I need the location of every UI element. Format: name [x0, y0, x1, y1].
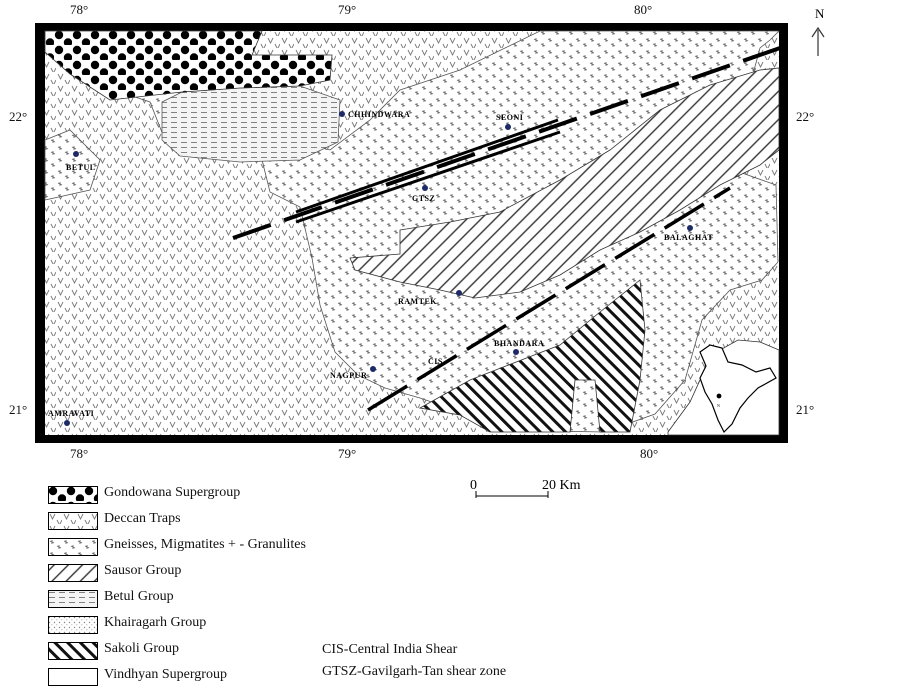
lat-tick-22-right: 22°	[796, 109, 815, 124]
north-label: N	[815, 6, 825, 21]
inset-location-dot	[716, 393, 722, 399]
place-dot-bhandara	[513, 349, 519, 355]
place-dot-seoni	[505, 124, 511, 130]
legend-label-khairagarh: Khairagarh Group	[104, 615, 207, 630]
scale-bar	[475, 491, 549, 498]
legend-swatch-khairagarh	[48, 616, 98, 634]
legend-label-gondowana: Gondowana Supergroup	[104, 485, 241, 500]
lat-tick-21-right: 21°	[796, 402, 815, 417]
cis-northern-dashed-line	[232, 46, 781, 240]
lon-tick-80-bottom: 80°	[640, 446, 659, 461]
place-label-betul: BETUL	[66, 163, 96, 172]
legend-item-deccan: Deccan Traps	[48, 510, 181, 532]
sakoli-group-area	[418, 279, 646, 433]
place-dot-balaghat	[687, 225, 693, 231]
legend-label-sausor: Sausor Group	[104, 563, 182, 578]
gondwana-supergroup-area	[44, 30, 333, 101]
legend-swatch-deccan	[48, 512, 98, 530]
legend-label-sakoli: Sakoli Group	[104, 641, 180, 656]
place-dot-amravati	[64, 420, 70, 426]
note-gtsz: GTSZ-Gavilgarh-Tan shear zone	[322, 664, 507, 679]
place-label-cis: CIS	[428, 357, 443, 366]
north-arrow	[811, 26, 825, 56]
legend-label-deccan: Deccan Traps	[104, 511, 181, 526]
gtsz-line-upper	[295, 118, 559, 214]
india-outline	[699, 344, 777, 434]
legend-swatch-sausor	[48, 564, 98, 582]
place-label-balaghat: BALAGHAT	[664, 233, 713, 242]
cis-southern-dashed-line	[367, 186, 731, 412]
legend-item-gondowana: Gondowana Supergroup	[48, 484, 240, 506]
legend-label-vindhyan: Vindhyan Supergroup	[104, 667, 227, 682]
legend-item-betul: Betul Group	[48, 588, 174, 610]
scale-end-label: 20 Km	[542, 478, 581, 493]
place-label-amravati: AMRAVATI	[48, 409, 94, 418]
place-dot-chhindwara	[339, 111, 345, 117]
lat-tick-21-left: 21°	[9, 402, 28, 417]
legend-item-sakoli: Sakoli Group	[48, 640, 179, 662]
lat-tick-22-left: 22°	[9, 109, 28, 124]
sausor-group-area	[349, 67, 780, 299]
place-dot-nagpur	[370, 366, 376, 372]
legend-item-gneisses: Gneisses, Migmatites + - Granulites	[48, 536, 306, 558]
legend-swatch-betul	[48, 590, 98, 608]
legend-item-sausor: Sausor Group	[48, 562, 181, 584]
place-dot-betul	[73, 151, 79, 157]
inset-north-label: N	[717, 403, 720, 408]
note-cis: CIS-Central India Shear	[322, 642, 458, 657]
lon-tick-79-top: 79°	[338, 2, 357, 17]
place-label-nagpur: NAGPUR	[330, 371, 367, 380]
lon-tick-78-bottom: 78°	[70, 446, 89, 461]
legend-swatch-sakoli	[48, 642, 98, 660]
legend-label-gneisses: Gneisses, Migmatites + - Granulites	[104, 537, 306, 552]
lon-tick-78-top: 78°	[70, 2, 89, 17]
place-label-bhandara: BHANDARA	[494, 339, 544, 348]
shear-lines	[232, 46, 781, 412]
place-label-chhindwara: CHHINDWARA	[348, 110, 410, 119]
scale-start-label: 0	[470, 478, 477, 493]
gtsz-line-lower	[295, 130, 561, 224]
place-dot-gtsz	[422, 185, 428, 191]
betul-group-area	[161, 85, 341, 163]
place-label-ramtek: RAMTEK	[398, 297, 437, 306]
legend-label-betul: Betul Group	[104, 589, 174, 604]
india-inset	[667, 339, 780, 436]
legend-swatch-vindhyan	[48, 668, 98, 686]
legend-item-khairagarh: Khairagarh Group	[48, 614, 206, 636]
place-label-seoni: SEONI	[496, 113, 523, 122]
legend-item-vindhyan: Vindhyan Supergroup	[48, 666, 227, 688]
place-label-gtsz: GTSZ	[412, 194, 435, 203]
place-dot-ramtek	[456, 290, 462, 296]
place-markers: CHHINDWARA SEONI BETUL GTSZ BALAGHAT RAM…	[48, 110, 713, 426]
legend-swatch-gondowana	[48, 486, 98, 504]
lon-tick-80-top: 80°	[634, 2, 653, 17]
lon-tick-79-bottom: 79°	[338, 446, 357, 461]
legend-swatch-gneisses	[48, 538, 98, 556]
